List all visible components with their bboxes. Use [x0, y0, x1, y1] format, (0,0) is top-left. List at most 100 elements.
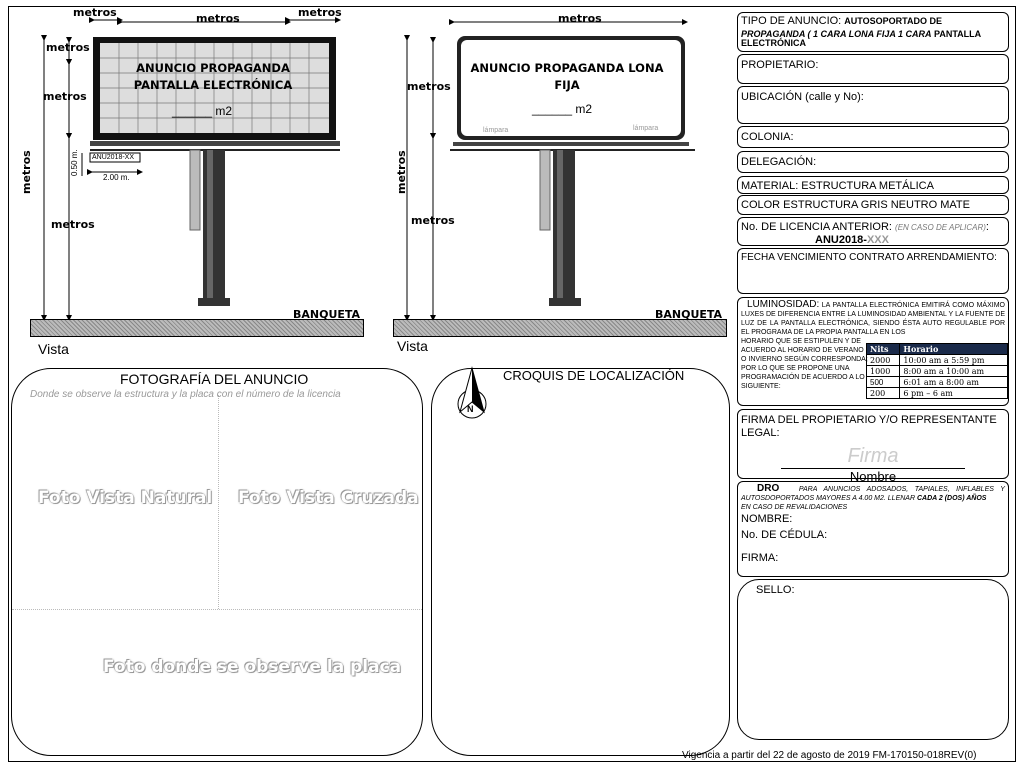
dim-left-mid: metros — [43, 90, 87, 103]
dro-label: DRO — [757, 483, 780, 494]
left-sign-title-line2: PANTALLA ELECTRÓNICA — [133, 78, 293, 92]
nits-cell: 10:00 am a 5:59 pm — [899, 354, 1008, 366]
right-dim-left-low: metros — [411, 214, 455, 227]
dim-left-top: metros — [46, 41, 90, 54]
dro-firma-label: FIRMA: — [741, 552, 779, 564]
firma-placeholder: Firma — [847, 445, 899, 467]
field-ubicacion[interactable]: UBICACIÓN (calle y No): — [737, 86, 1009, 124]
nombre-caption: Nombre — [781, 468, 965, 485]
dro-cedula-label: No. DE CÉDULA: — [741, 529, 828, 541]
watermark-vista-natural: Foto Vista Natural — [38, 488, 213, 508]
left-sign-drawing — [41, 17, 341, 321]
ground-label-right: BANQUETA — [655, 308, 723, 321]
dro-text-bold: CADA 2 (DOS) AÑOS — [915, 495, 987, 502]
photo-divider-v — [218, 395, 219, 609]
left-sign-area: ______ m2 — [172, 104, 232, 118]
map-title: CROQUIS DE LOCALIZACIÓN — [503, 368, 685, 383]
dro-text-1: PARA ANUNCIOS ADOSADOS, TAPIALES, INFLAB… — [741, 486, 1005, 502]
licencia-colon: : — [985, 221, 989, 233]
tipo-value-3: PANTALLA — [931, 29, 982, 39]
nits-cell: 1000 — [865, 365, 901, 377]
ground-right — [393, 319, 727, 337]
nits-row: 200 6 pm – 6 am — [865, 387, 1008, 399]
licencia-suffix: XXX — [866, 234, 889, 246]
field-color: COLOR ESTRUCTURA GRIS NEUTRO MATE — [737, 195, 1009, 215]
watermark-vista-cruzada: Foto Vista Cruzada — [238, 488, 419, 508]
licencia-value: ANU2018- — [815, 234, 867, 246]
right-area-unit: m2 — [575, 102, 593, 116]
firma-propietario-label: FIRMA DEL PROPIETARIO Y/O REPRESENTANTE … — [741, 414, 997, 439]
field-colonia[interactable]: COLONIA: — [737, 126, 1009, 148]
nits-cell: 8:00 am a 10:00 am — [899, 365, 1008, 377]
luminosidad-label: LUMINOSIDAD: — [747, 299, 820, 310]
nits-cell: 200 — [865, 387, 901, 399]
dim-top-left: metros — [73, 6, 117, 19]
nits-table: Nits Horario 2000 10:00 am a 5:59 pm 100… — [865, 343, 1008, 399]
right-sign-title: ANUNCIO PROPAGANDA LONA FIJA — [462, 60, 672, 94]
left-sign-title: ANUNCIO PROPAGANDA PANTALLA ELECTRÓNICA — [98, 60, 328, 94]
dim-top-center: metros — [196, 12, 240, 25]
dro-nombre-label: NOMBRE: — [741, 513, 793, 525]
licencia-note: (EN CASO DE APLICAR) — [895, 223, 986, 232]
ground-left — [30, 319, 364, 337]
right-dim-left-mid: metros — [407, 80, 451, 93]
tipo-value-2: PROPAGANDA ( 1 CARA LONA FIJA 1 CARA — [741, 29, 932, 39]
field-sello[interactable]: SELLO: — [737, 579, 1009, 740]
dro-text: DRO PARA ANUNCIOS ADOSADOS, TAPIALES, IN… — [741, 484, 1005, 512]
tipo-value-1: AUTOSOPORTADO DE — [844, 16, 942, 26]
north-arrow-icon — [457, 366, 487, 419]
luminosidad-text-1: LA PANTALLA ELECTRÓNICA EMITIRÁ COMO MÁX… — [741, 302, 1005, 336]
photo-box — [11, 368, 423, 756]
dim-top-right: metros — [298, 6, 342, 19]
nits-row: 2000 10:00 am a 5:59 pm — [865, 354, 1008, 366]
luminosidad-text-2: HORARIO QUE SE ESTIPULEN Y DE ACUERDO AL… — [741, 338, 868, 390]
field-licencia[interactable]: No. DE LICENCIA ANTERIOR: (EN CASO DE AP… — [737, 217, 1009, 246]
right-dim-vertical: metros — [395, 150, 408, 194]
photo-divider-h — [12, 609, 422, 610]
photo-title: FOTOGRAFÍA DEL ANUNCIO — [120, 371, 309, 387]
field-tipo-anuncio[interactable]: TIPO DE ANUNCIO: AUTOSOPORTADO DE PROPAG… — [737, 12, 1009, 52]
dim-vertical: metros — [20, 150, 33, 194]
tipo-label: TIPO DE ANUNCIO: — [741, 15, 845, 27]
field-fecha-vencimiento[interactable]: FECHA VENCIMIENTO CONTRATO ARRENDAMIENTO… — [737, 248, 1009, 294]
nits-cell: 2000 — [865, 354, 901, 366]
left-sign-title-line1: ANUNCIO PROPAGANDA — [136, 61, 290, 75]
vista-left: Vista — [38, 341, 69, 357]
right-area-blank: ______ — [532, 102, 573, 116]
map-box — [431, 368, 730, 756]
licencia-label: No. DE LICENCIA ANTERIOR: — [741, 221, 896, 233]
left-area-unit: m2 — [215, 104, 233, 118]
nits-cell: 6 pm – 6 am — [899, 387, 1008, 399]
watermark-placa: Foto donde se observe la placa — [103, 657, 402, 677]
field-material: MATERIAL: ESTRUCTURA METÁLICA — [737, 176, 1009, 194]
field-luminosidad: LUMINOSIDAD: LA PANTALLA ELECTRÓNICA EMI… — [737, 297, 1009, 406]
plate-height: 0.50 m. — [70, 149, 79, 176]
footer-text: Vigencia a partir del 22 de agosto de 20… — [682, 750, 977, 761]
nits-table-header: Nits Horario — [865, 343, 1008, 355]
photo-subtitle: Donde se observe la estructura y la plac… — [30, 389, 341, 400]
nits-row: 500 6:01 am a 8:00 am — [865, 376, 1008, 388]
right-sign-title-line2: FIJA — [554, 78, 580, 92]
right-sign-area: ______ m2 — [532, 102, 592, 116]
plate-width: 2.00 m. — [103, 173, 130, 182]
field-delegacion[interactable]: DELEGACIÓN: — [737, 151, 1009, 173]
right-sign-title-line1: ANUNCIO PROPAGANDA LONA — [470, 61, 664, 75]
vista-right: Vista — [397, 338, 428, 354]
tipo-value-4: ELECTRÓNICA — [741, 38, 806, 48]
page-frame — [8, 6, 1016, 762]
dim-left-low: metros — [51, 218, 95, 231]
north-label: N — [467, 404, 474, 414]
left-area-blank: ______ — [172, 104, 213, 118]
nits-row: 1000 8:00 am a 10:00 am — [865, 365, 1008, 377]
field-dro[interactable]: DRO PARA ANUNCIOS ADOSADOS, TAPIALES, IN… — [737, 481, 1009, 577]
lamp-right-label: lámpara — [633, 125, 659, 132]
nits-cell: 500 — [865, 376, 901, 388]
lamp-left-label: lámpara — [483, 127, 509, 134]
plate-text: ANU2018-XX — [92, 154, 135, 161]
field-firma-propietario[interactable]: FIRMA DEL PROPIETARIO Y/O REPRESENTANTE … — [737, 409, 1009, 484]
nits-col-nits: Nits — [865, 343, 901, 355]
ground-label-left: BANQUETA — [293, 308, 361, 321]
nits-cell: 6:01 am a 8:00 am — [899, 376, 1008, 388]
right-sign-drawing — [404, 19, 695, 321]
field-propietario[interactable]: PROPIETARIO: — [737, 54, 1009, 84]
